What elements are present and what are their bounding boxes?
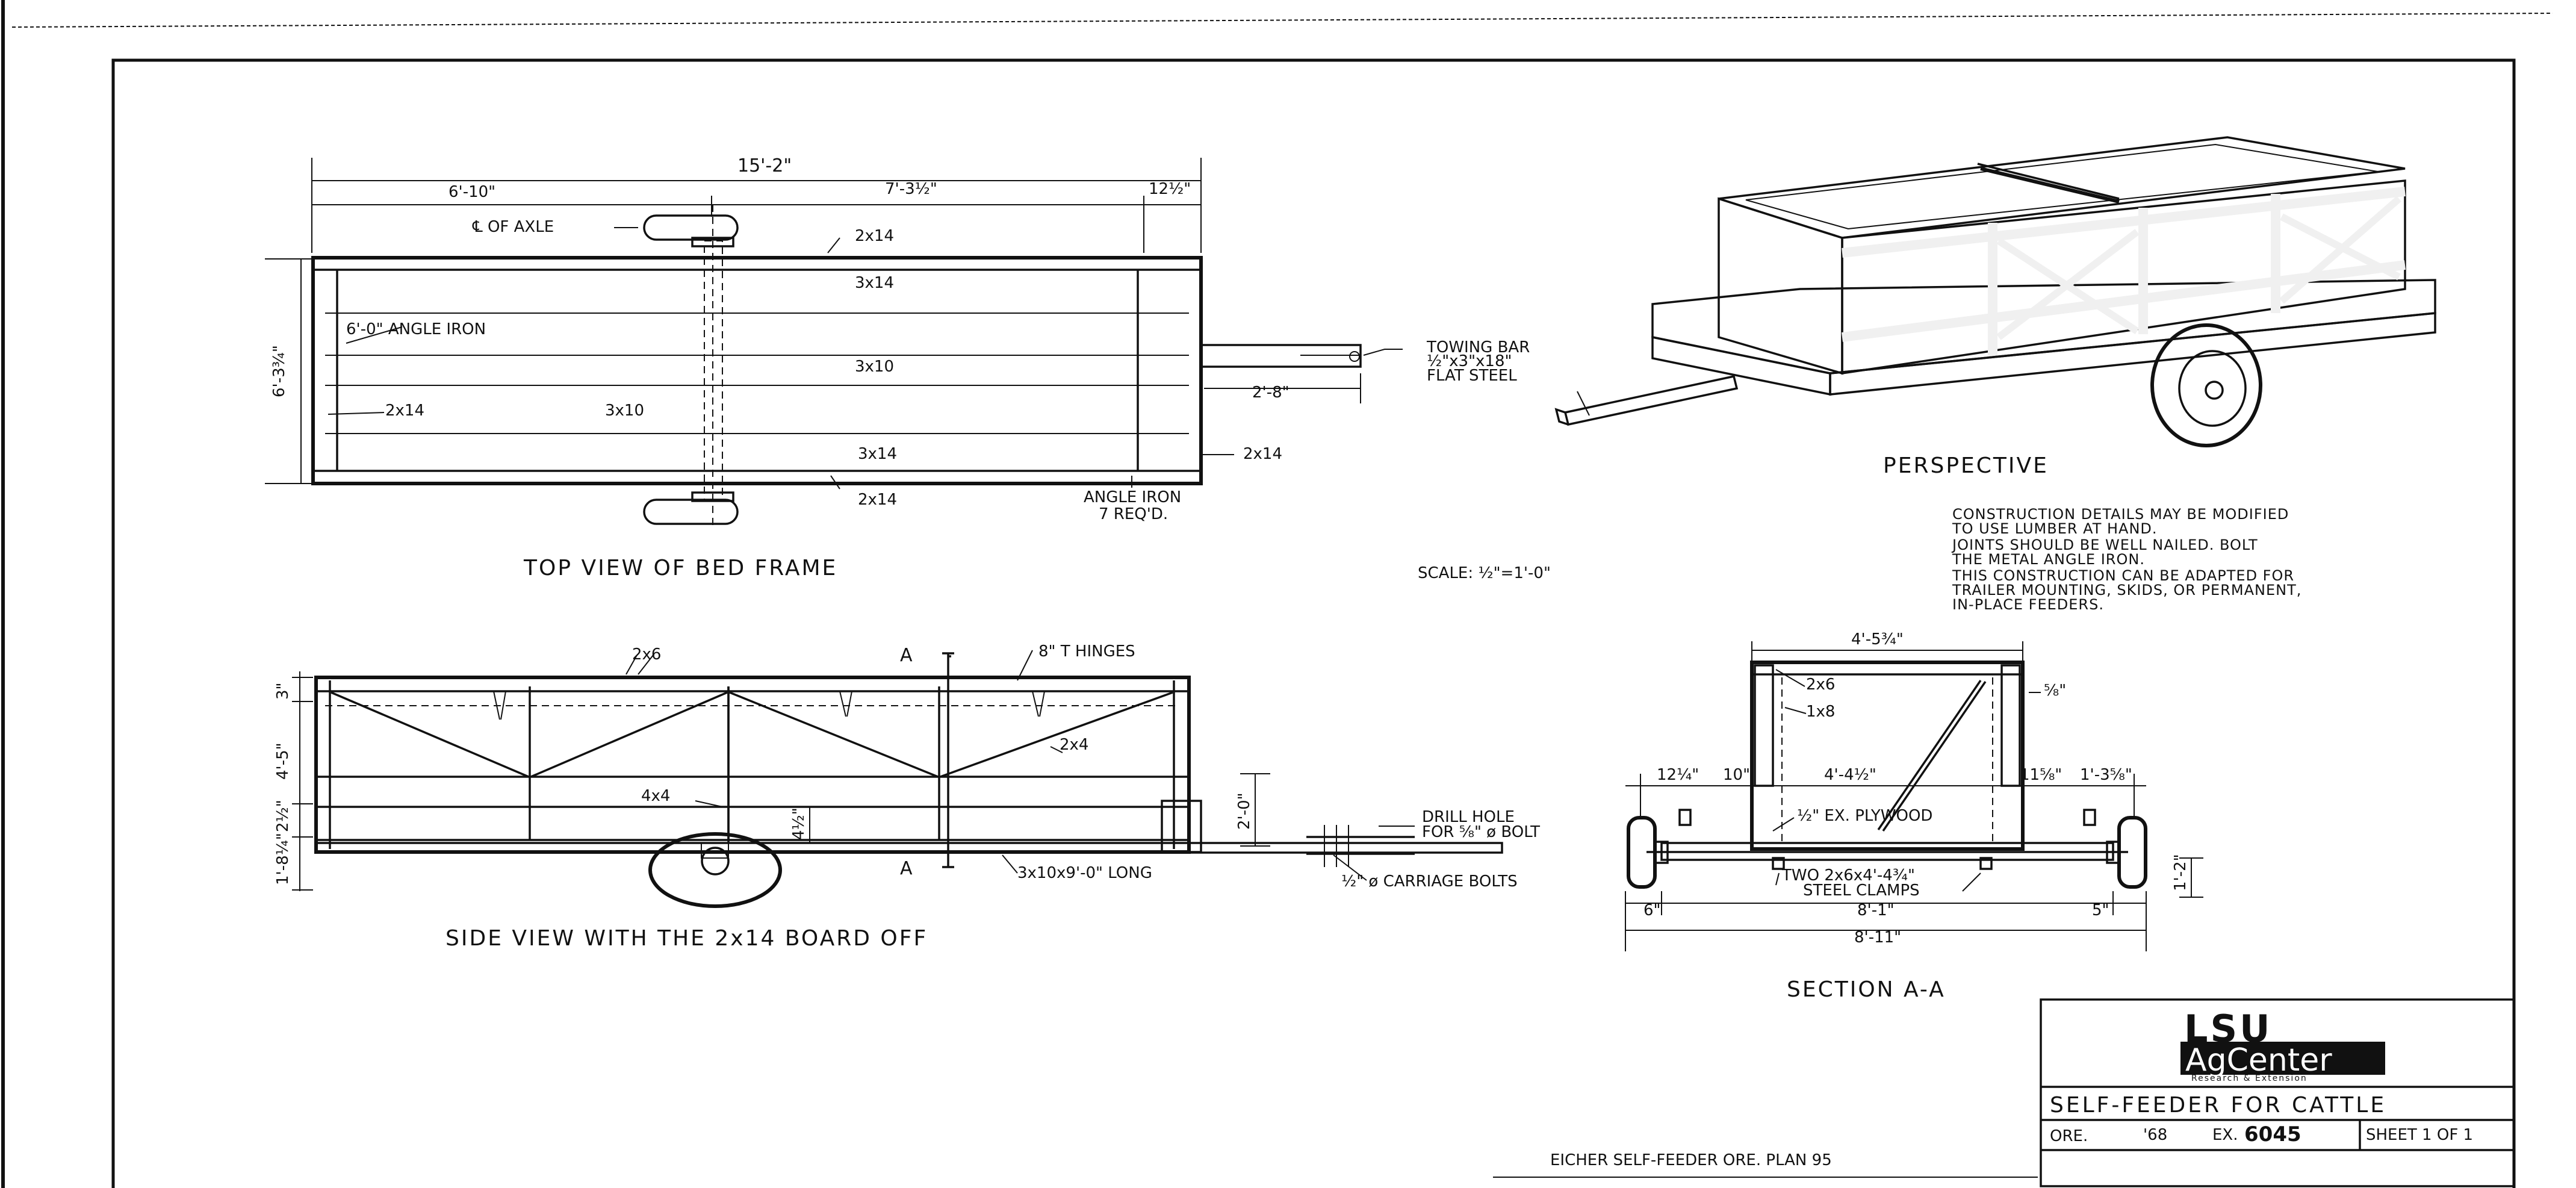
note-line-2: TO USE LUMBER AT HAND. — [1952, 520, 2158, 537]
dim-right-length: 12½" — [1149, 180, 1191, 198]
board-3x14-upper: 3x14 — [855, 274, 894, 292]
dim-overall-length: 15'-2" — [737, 155, 792, 176]
section-width-top: 4'-5¾" — [1851, 630, 1904, 648]
agcenter-logo: LSU AgCenter Research & Extension — [2179, 1007, 2387, 1083]
side-view-title: SIDE VIEW WITH THE 2x14 BOARD OFF — [445, 926, 928, 951]
dim-mid-length: 7'-3½" — [885, 180, 937, 198]
top-view-dimensions — [265, 158, 1202, 484]
dim-frame-width: 6'-3¾" — [270, 345, 288, 397]
side-dim-3in: 3" — [274, 682, 292, 700]
note-line-3: JOINTS SHOULD BE WELL NAILED. BOLT — [1951, 536, 2258, 553]
ex-label: EX. — [2212, 1126, 2238, 1144]
note-line-6: TRAILER MOUNTING, SKIDS, OR PERMANENT, — [1952, 582, 2301, 599]
board-bottom-2x14: 2x14 — [858, 491, 897, 509]
towing-bar-material: FLAT STEEL — [1427, 367, 1517, 385]
section-clamps-size: TWO 2x6x4'-4¾" — [1781, 866, 1915, 885]
towing-bar — [1200, 344, 1403, 403]
dim-left-length: 6'-10" — [448, 183, 495, 201]
board-left-2x14: 2x14 — [385, 402, 424, 420]
section-dim-1-2: 1'-2" — [2171, 854, 2190, 891]
year-label: '68 — [2143, 1126, 2167, 1144]
board-right-2x14: 2x14 — [1243, 445, 1282, 463]
side-hinges: 8" T HINGES — [1038, 642, 1135, 661]
section-a-a — [1625, 641, 2203, 951]
carriage-bolts-label: ½" ø CARRIAGE BOLTS — [1341, 872, 1518, 891]
drawing-title: SELF-FEEDER FOR CATTLE — [2050, 1093, 2386, 1118]
axle-label: ℄ OF AXLE — [472, 218, 554, 236]
drill-hole-label: DRILL HOLE — [1422, 808, 1515, 826]
drill-hole-size: FOR ⅝" ø BOLT — [1422, 823, 1540, 841]
note-line-4: THE METAL ANGLE IRON. — [1952, 551, 2145, 568]
note-line-1: CONSTRUCTION DETAILS MAY BE MODIFIED — [1952, 506, 2289, 523]
note-line-5: THIS CONSTRUCTION CAN BE ADAPTED FOR — [1952, 567, 2294, 584]
section-board-2x6: 2x6 — [1806, 676, 1835, 694]
angle-iron-label: ANGLE IRON — [1084, 488, 1181, 506]
section-dim-6: 6" — [1643, 901, 1661, 919]
tow-bar-length: 2'-8" — [1252, 384, 1290, 402]
construction-notes: CONSTRUCTION DETAILS MAY BE MODIFIED TO … — [1951, 506, 2301, 613]
scale-label: SCALE: ½"=1'-0" — [1418, 564, 1551, 582]
section-dim-8-11: 8'-11" — [1854, 928, 1901, 947]
sheet-label: SHEET 1 OF 1 — [2366, 1126, 2473, 1144]
section-plywood: ½" EX. PLYWOOD — [1797, 807, 1932, 825]
axle — [643, 205, 739, 530]
angle-iron-6ft: 6'-0" ANGLE IRON — [346, 320, 486, 338]
side-beam-label: 3x10x9'-0" LONG — [1017, 864, 1152, 882]
section-dim-inner: 4'-4½" — [1824, 766, 1876, 784]
section-dim-5: 5" — [2092, 901, 2109, 919]
side-dim-2half: 2½" — [274, 800, 292, 832]
logo-agcenter: AgCenter — [2185, 1042, 2332, 1078]
towing-bar-size: ½"x3"x18" — [1427, 352, 1512, 370]
logo-research-extension: Research & Extension — [2191, 1074, 2308, 1083]
section-mark-top: A — [900, 645, 913, 666]
side-dim-1ft8: 1'-8¼" — [274, 833, 292, 885]
top-view: 15'-2" 6'-10" 7'-3½" 12½" 6'-3¾" — [265, 155, 1551, 582]
title-block: LSU AgCenter Research & Extension SELF-F… — [2040, 998, 2515, 1187]
top-view-leaders — [327, 227, 1234, 490]
footer-plan-label: EICHER SELF-FEEDER ORE. PLAN 95 — [1550, 1151, 1832, 1169]
section-dim-11-5-8: 11⅝" — [2020, 766, 2062, 784]
towing-bar-label: TOWING BAR — [1426, 338, 1530, 356]
side-dim-4half: 4½" — [790, 807, 808, 840]
section-dim-1-3-5-8: 1'-3⅝" — [2080, 766, 2132, 784]
section-dim-10: 10" — [1723, 766, 1750, 784]
section-dim-8-1: 8'-1" — [1857, 901, 1895, 919]
board-3x10-left: 3x10 — [605, 402, 644, 420]
section-board-1x8: 1x8 — [1806, 703, 1835, 721]
side-dim-4ft5: 4'-5" — [274, 742, 292, 780]
bed-frame — [311, 256, 1203, 485]
section-mark-bottom: A — [900, 858, 913, 879]
section-dim-12-1-4: 12¼" — [1657, 766, 1699, 784]
board-3x10-right: 3x10 — [855, 358, 894, 376]
note-line-7: IN-PLACE FEEDERS. — [1952, 596, 2104, 613]
side-brace-2x4: 2x4 — [1060, 736, 1088, 754]
board-3x14-lower: 3x14 — [858, 445, 897, 463]
angle-iron-count: 7 REQ'D. — [1099, 505, 1168, 523]
ore-label: ORE. — [2050, 1127, 2088, 1145]
side-view: 3" 4'-5" 2½" 1'-8¼" — [274, 650, 1503, 908]
section-title: SECTION A-A — [1787, 977, 1946, 1002]
section-clamps-type: STEEL CLAMPS — [1803, 882, 1920, 900]
section-dim-5-8: ⅝" — [2044, 682, 2066, 700]
board-top-2x14: 2x14 — [855, 227, 894, 245]
side-post-4x4: 4x4 — [641, 787, 670, 805]
side-dim-2ft: 2'-0" — [1235, 792, 1253, 830]
top-view-title: TOP VIEW OF BED FRAME — [523, 556, 837, 580]
side-view-dimensions — [292, 671, 313, 891]
side-board-2x6: 2x6 — [632, 645, 661, 664]
ex-number: 6045 — [2244, 1122, 2301, 1146]
perspective-title: PERSPECTIVE — [1883, 453, 2049, 478]
perspective-view — [1554, 136, 2436, 447]
